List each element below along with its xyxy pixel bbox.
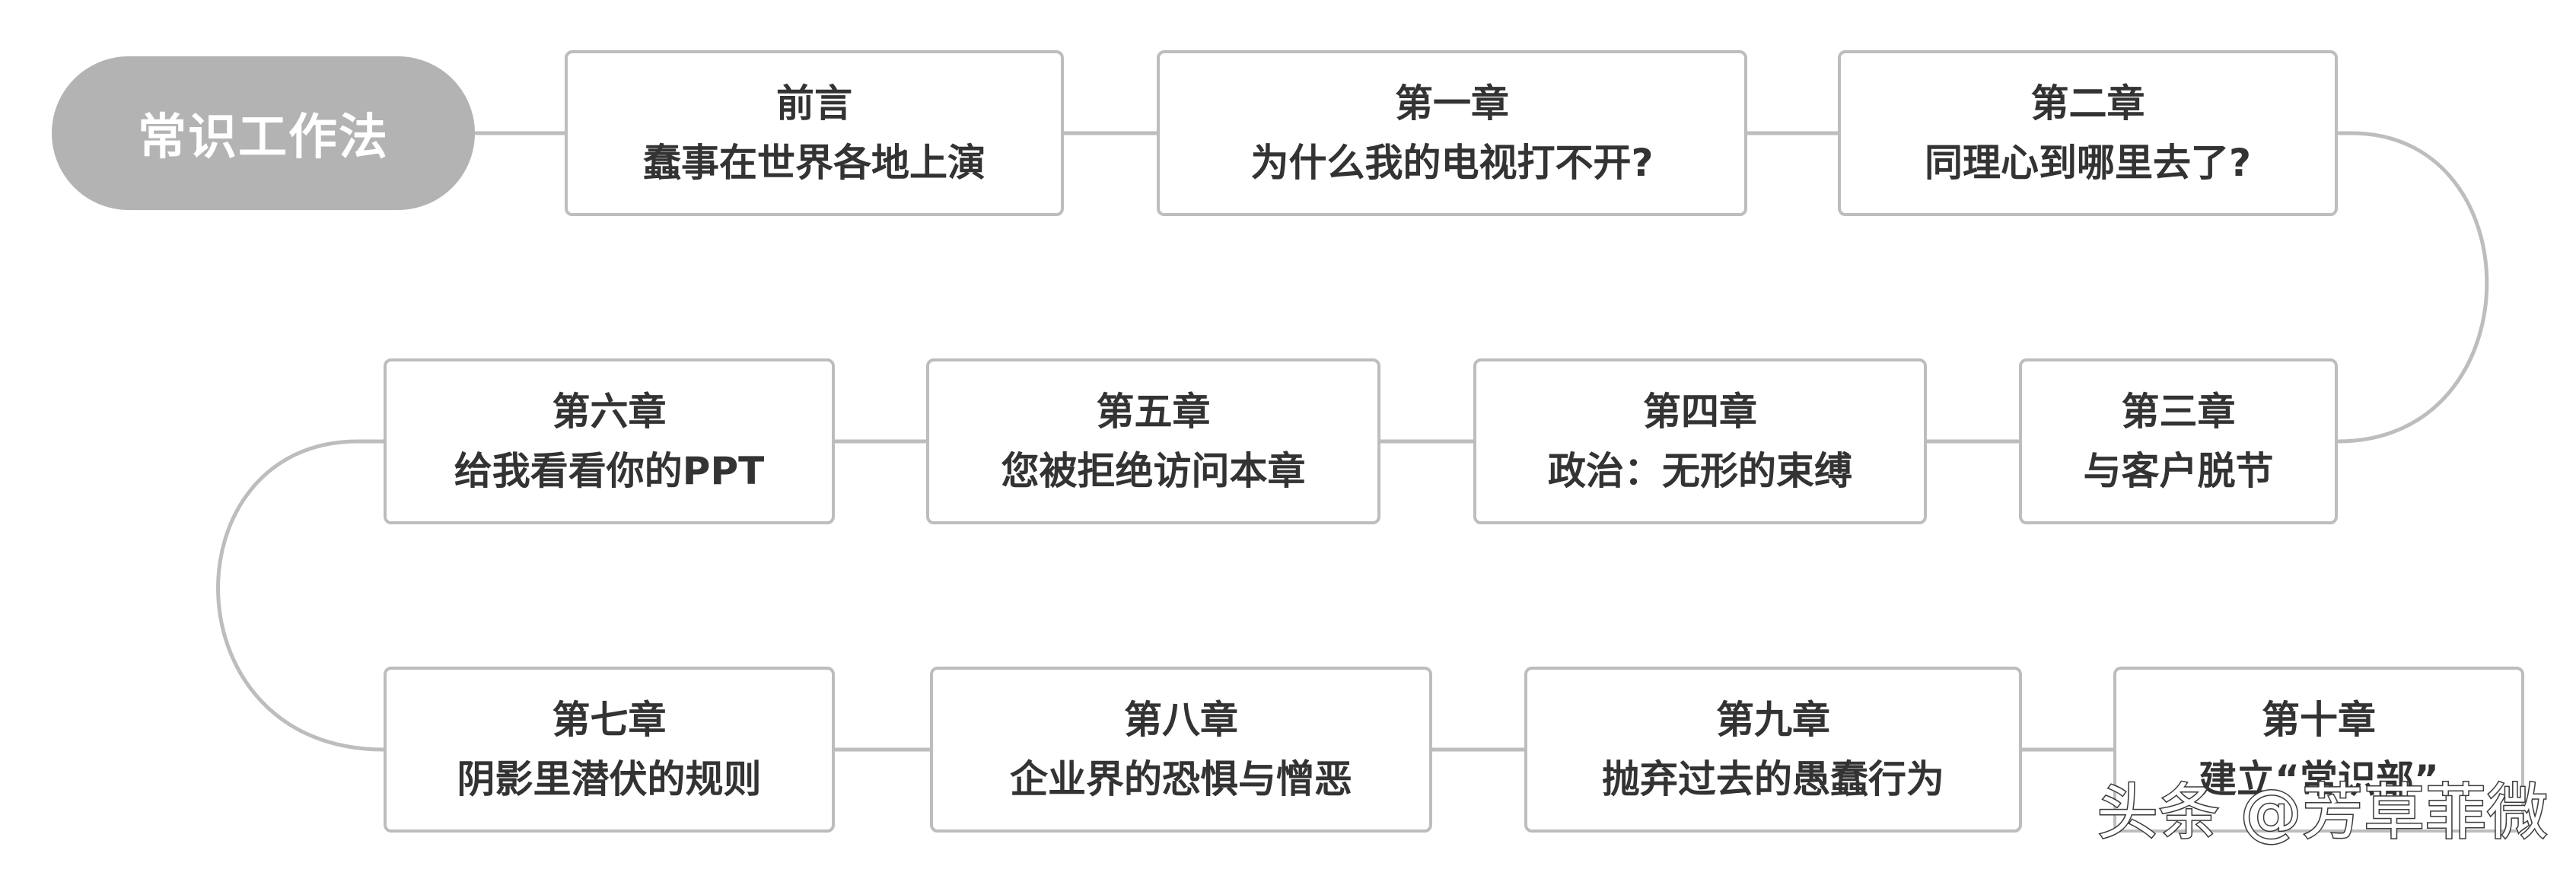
node-chapter-2: 第二章 同理心到哪里去了? bbox=[1838, 50, 2338, 216]
node-title: 前言 bbox=[776, 81, 852, 126]
node-title: 第八章 bbox=[1124, 698, 1238, 742]
node-chapter-6: 第六章 给我看看你的PPT bbox=[384, 358, 835, 524]
node-title: 第十章 bbox=[2262, 698, 2376, 742]
node-title: 第七章 bbox=[552, 698, 667, 742]
node-subtitle: 政治：无形的束缚 bbox=[1548, 449, 1852, 493]
node-title: 第六章 bbox=[552, 390, 667, 434]
node-subtitle: 企业界的恐惧与憎恶 bbox=[1010, 757, 1352, 801]
node-chapter-10: 第十章 建立“常识部” bbox=[2113, 667, 2524, 833]
root-label: 常识工作法 bbox=[138, 110, 389, 166]
node-chapter-7: 第七章 阴影里潜伏的规则 bbox=[384, 667, 835, 833]
watermark: 头条 @芳草菲微 bbox=[2096, 776, 2549, 849]
node-subtitle: 阴影里潜伏的规则 bbox=[457, 757, 762, 801]
node-chapter-3: 第三章 与客户脱节 bbox=[2019, 358, 2338, 524]
node-chapter-5: 第五章 您被拒绝访问本章 bbox=[926, 358, 1380, 524]
node-title: 第三章 bbox=[2121, 390, 2236, 434]
node-chapter-8: 第八章 企业界的恐惧与憎恶 bbox=[930, 667, 1432, 833]
node-subtitle: 给我看看你的PPT bbox=[454, 449, 765, 493]
node-chapter-4: 第四章 政治：无形的束缚 bbox=[1473, 358, 1927, 524]
node-title: 第九章 bbox=[1716, 698, 1830, 742]
node-subtitle: 与客户脱节 bbox=[2083, 449, 2274, 493]
connector-ch2-ch3 bbox=[2337, 131, 2489, 444]
node-title: 第二章 bbox=[2030, 81, 2145, 126]
node-subtitle: 抛弃过去的愚蠢行为 bbox=[1602, 757, 1944, 801]
root-node: 常识工作法 bbox=[52, 56, 475, 210]
connector-ch6-ch7 bbox=[216, 439, 384, 752]
node-subtitle: 建立“常识部” bbox=[2199, 757, 2439, 801]
node-preface: 前言 蠢事在世界各地上演 bbox=[565, 50, 1064, 216]
node-title: 第一章 bbox=[1395, 81, 1509, 126]
node-title: 第四章 bbox=[1643, 390, 1757, 434]
node-title: 第五章 bbox=[1096, 390, 1211, 434]
node-subtitle: 蠢事在世界各地上演 bbox=[643, 141, 986, 185]
node-chapter-9: 第九章 抛弃过去的愚蠢行为 bbox=[1524, 667, 2022, 833]
node-subtitle: 您被拒绝访问本章 bbox=[1001, 449, 1306, 493]
node-subtitle: 为什么我的电视打不开? bbox=[1250, 141, 1654, 185]
node-chapter-1: 第一章 为什么我的电视打不开? bbox=[1157, 50, 1747, 216]
node-subtitle: 同理心到哪里去了? bbox=[1924, 141, 2251, 185]
